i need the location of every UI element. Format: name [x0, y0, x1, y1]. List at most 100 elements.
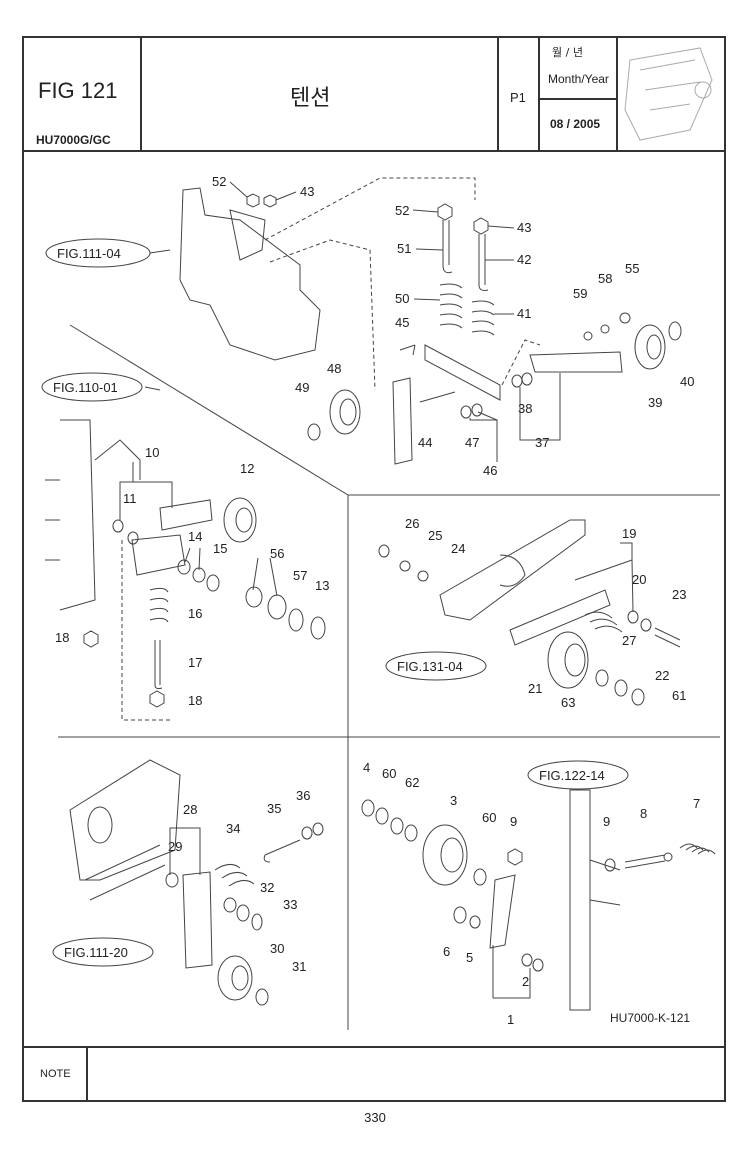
part-label: 10: [145, 445, 159, 460]
section-dividers: [58, 324, 720, 1030]
part-label: 26: [405, 516, 419, 531]
part-label: 55: [625, 261, 639, 276]
part-label: 56: [270, 546, 284, 561]
right-middle-assembly: [378, 519, 681, 706]
ref-fig-110-01: FIG.110-01: [53, 380, 118, 395]
page-frame: [22, 36, 726, 1102]
part-label: 22: [655, 668, 669, 683]
left-middle-assembly: [45, 419, 326, 721]
drawing-code: HU7000-K-121: [610, 1011, 690, 1025]
part-label: 8: [640, 806, 647, 821]
part-label: 11: [123, 491, 137, 506]
part-label: 52: [395, 203, 409, 218]
part-label: 59: [573, 286, 587, 301]
part-label: 52: [212, 174, 226, 189]
header-row-divider: [538, 98, 616, 100]
part-label: 37: [535, 435, 549, 450]
part-label: 43: [300, 184, 314, 199]
part-label: 28: [183, 802, 197, 817]
ref-fig-111-20: FIG.111-20: [64, 945, 128, 960]
part-label: 49: [295, 380, 309, 395]
part-label: 31: [292, 959, 306, 974]
part-label: 24: [451, 541, 465, 556]
part-label: 12: [240, 461, 254, 476]
part-label: 33: [283, 897, 297, 912]
part-label: 18: [55, 630, 69, 645]
part-label: 27: [622, 633, 636, 648]
part-label: 35: [267, 801, 281, 816]
part-label: 40: [680, 374, 694, 389]
part-label: 1: [507, 1012, 514, 1027]
fig-ref-ovals: [41, 238, 629, 967]
part-label: 32: [260, 880, 274, 895]
part-label: 15: [213, 541, 227, 556]
header-col-divider-4: [616, 36, 618, 150]
lower-right-assembly: [361, 789, 716, 1011]
date-label-kr: 월 / 년: [552, 46, 583, 59]
part-label: 43: [517, 220, 531, 235]
part-label: 25: [428, 528, 442, 543]
part-label: 14: [188, 529, 202, 544]
part-label: 45: [395, 315, 409, 330]
part-label: 36: [296, 788, 310, 803]
part-label: 6: [443, 944, 450, 959]
ref-fig-122-14: FIG.122-14: [539, 768, 605, 783]
part-label: 38: [518, 401, 532, 416]
part-label: 3: [450, 793, 457, 808]
part-label: 51: [397, 241, 411, 256]
header-divider: [22, 150, 726, 152]
date-label-en: Month/Year: [548, 72, 609, 86]
figure-number: FIG 121: [38, 78, 118, 103]
part-label: 20: [632, 572, 646, 587]
model-code: HU7000G/GC: [36, 133, 111, 147]
part-label: 9: [510, 814, 517, 829]
leader-lines: [119, 181, 634, 999]
part-label: 19: [622, 526, 636, 541]
header-col-divider-2: [497, 36, 499, 150]
part-label: 63: [561, 695, 575, 710]
page-code: P1: [510, 90, 526, 105]
part-label: 46: [483, 463, 497, 478]
date-value: 08 / 2005: [550, 117, 601, 131]
lower-left-assembly: [69, 759, 324, 1006]
part-label: 16: [188, 606, 202, 621]
part-label: 41: [517, 306, 531, 321]
part-label: 21: [528, 681, 542, 696]
part-label: 5: [466, 950, 473, 965]
note-divider: [22, 1046, 726, 1048]
part-label: 47: [465, 435, 479, 450]
page-title: 텐션: [290, 86, 331, 111]
part-label: 18: [188, 693, 202, 708]
page-number: 330: [364, 1110, 386, 1125]
part-label: 60: [482, 810, 496, 825]
part-label: 7: [693, 796, 700, 811]
part-label: 23: [672, 587, 686, 602]
ref-fig-111-04: FIG.111-04: [57, 246, 121, 261]
part-label: 17: [188, 655, 202, 670]
top-assembly: [179, 177, 682, 465]
part-label: 4: [363, 760, 370, 775]
note-label: NOTE: [40, 1068, 71, 1080]
header-col-divider-1: [140, 36, 142, 150]
part-labels: 52 43 52 43 51 42 50 41 45 59 58 55 48 4…: [55, 174, 700, 1027]
part-label: 57: [293, 568, 307, 583]
note-col-divider: [86, 1046, 88, 1102]
part-label: 62: [405, 775, 419, 790]
ref-fig-131-04: FIG.131-04: [397, 659, 463, 674]
part-label: 44: [418, 435, 432, 450]
part-label: 2: [522, 974, 529, 989]
part-label: 9: [603, 814, 610, 829]
part-label: 29: [168, 839, 182, 854]
part-label: 30: [270, 941, 284, 956]
part-label: 60: [382, 766, 396, 781]
part-label: 50: [395, 291, 409, 306]
part-label: 42: [517, 252, 531, 267]
part-label: 39: [648, 395, 662, 410]
header-col-divider-3: [538, 36, 540, 150]
part-label: 58: [598, 271, 612, 286]
part-label: 48: [327, 361, 341, 376]
part-label: 34: [226, 821, 240, 836]
part-label: 13: [315, 578, 329, 593]
part-label: 61: [672, 688, 686, 703]
